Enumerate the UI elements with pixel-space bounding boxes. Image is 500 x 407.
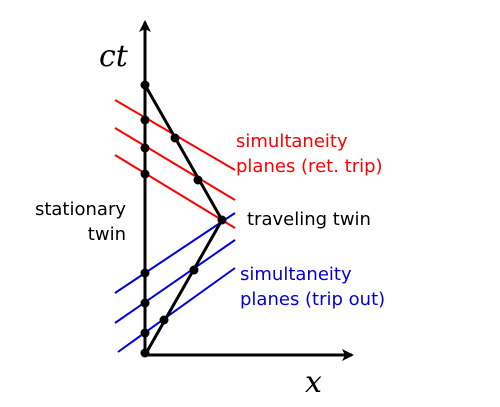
traveling-twin-worldline [143,84,224,356]
event-dot [140,115,150,125]
return-plane-3 [114,154,236,229]
out-simultaneity-planes [114,212,236,353]
event-dot [140,80,150,90]
event-dot [140,268,150,278]
stationary-twin-label-line2: twin [88,224,126,245]
event-dot [193,175,203,185]
out-plane-3 [117,267,236,353]
event-dot [217,215,227,225]
stationary-twin-label-line1: stationary [35,199,126,220]
event-dot [140,143,150,153]
return-plane-2 [114,127,236,201]
return-planes-label-line1: simultaneity [236,131,348,152]
out-planes-label-line1: simultaneity [240,264,352,285]
event-dot [170,133,180,143]
ct-axis-label: ct [99,39,129,74]
out-plane-2 [114,239,236,324]
out-plane-1 [114,212,236,294]
event-dot [140,328,150,338]
x-axis-label: x [305,365,322,400]
event-dot [140,298,150,308]
traveling-twin-label: traveling twin [247,209,371,230]
event-dot [140,348,150,358]
out-planes-label-line2: planes (trip out) [240,289,385,310]
event-dot [189,265,199,275]
event-dot [159,315,169,325]
event-dot [140,169,150,179]
event-dots [140,80,227,358]
return-planes-label-line2: planes (ret. trip) [236,156,383,177]
